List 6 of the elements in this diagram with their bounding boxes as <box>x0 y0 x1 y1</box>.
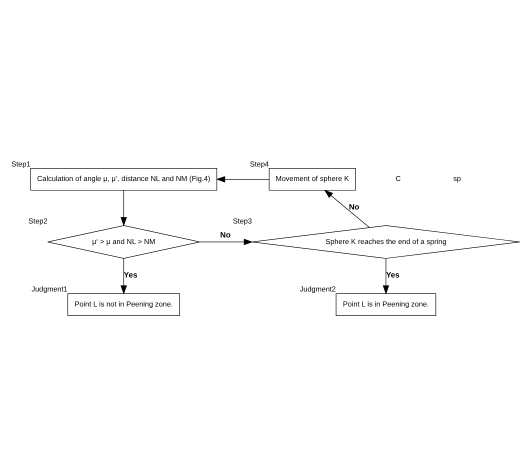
arrow <box>324 189 370 228</box>
arrow <box>382 258 390 294</box>
arrow <box>120 190 127 226</box>
arrow <box>200 238 253 245</box>
arrow <box>120 258 127 294</box>
arrow <box>216 176 270 182</box>
